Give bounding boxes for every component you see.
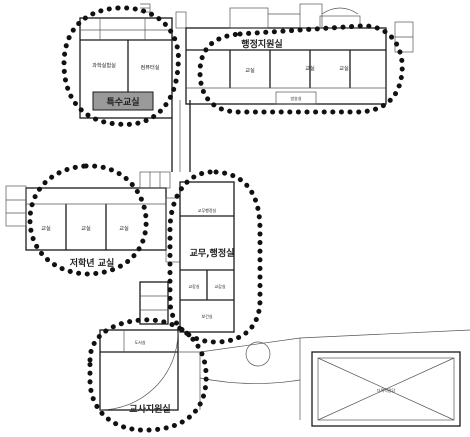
zone-label-middle-right: 교무,행정실 [190, 247, 235, 259]
gym-area [199, 329, 470, 427]
room-label: 교감실 [214, 283, 225, 289]
top-right-block [185, 3, 414, 105]
room-label: 보건실 [201, 313, 212, 319]
zone-middle-left-outline [27, 163, 149, 277]
zone-label-top-left: 특수교실 [106, 96, 139, 108]
room-labels: 과학실험실 컴퓨터실 교실 교실 교실 방송실 교실 교실 교실 교무행정실 교… [41, 61, 395, 393]
zone-labels: 특수교실 행정지원실 저학년 교실 교무,행정실 교사지원실 [70, 38, 283, 415]
room-label: 과학실험실 [92, 61, 116, 69]
room-label: 교실 [41, 224, 51, 232]
zone-top-left-outline [61, 5, 181, 127]
room-label: 교무행정실 [198, 207, 217, 213]
room-label: 컴퓨터실 [140, 63, 159, 71]
zone-top-right-outline [197, 23, 405, 115]
room-label: 교실 [119, 224, 129, 232]
room-label: 방송실 [290, 95, 301, 101]
room-label: 교실 [81, 224, 91, 232]
room-label: 교실 [339, 64, 349, 72]
room-label: 교장실 [188, 283, 199, 289]
top-left-block [79, 3, 187, 119]
zone-label-top-right: 행정지원실 [241, 38, 282, 50]
zone-label-middle-left: 저학년 교실 [70, 257, 115, 269]
room-label: 교실 [305, 64, 315, 72]
zone-bottom-left-outline [87, 317, 209, 433]
zone-label-bottom-left: 교사지원실 [129, 403, 170, 415]
special-classroom-box [92, 91, 154, 111]
room-label: 다목적강당 [377, 387, 396, 393]
room-label: 교실 [245, 66, 255, 74]
bottom-left-block [99, 281, 201, 411]
vertical-corridor [171, 100, 191, 172]
zone-middle-right-outline [167, 169, 263, 345]
room-label: 도서실 [134, 339, 145, 345]
zone-outlines [27, 5, 405, 433]
